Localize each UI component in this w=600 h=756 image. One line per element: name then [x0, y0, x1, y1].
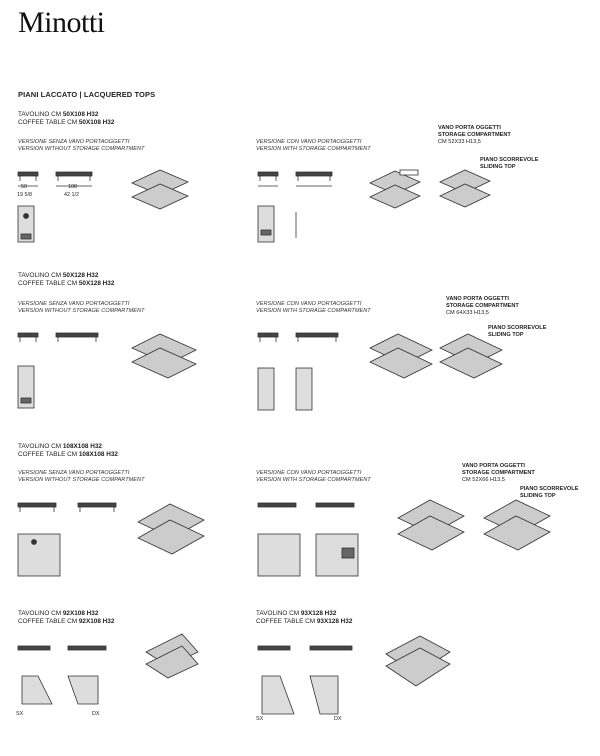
iso-table-7 — [145, 633, 199, 679]
dim-l-in: 42 1/2 — [64, 192, 79, 198]
elevation-front-3 — [17, 332, 99, 342]
iso-table — [131, 169, 189, 210]
elevation-front-4 — [257, 332, 339, 342]
table-4-title: TAVOLINO CM 92X108 H32 COFFEE TABLE CM 9… — [18, 610, 115, 625]
dim-l: 108 — [68, 184, 77, 190]
elevation-front-6 — [257, 502, 355, 508]
elevation-front — [17, 171, 93, 187]
plan-view-6 — [257, 533, 359, 577]
plan-view-2 — [257, 205, 297, 243]
iso-table-4 — [369, 333, 503, 379]
iso-table-3 — [131, 333, 197, 379]
iso-table-6 — [397, 499, 551, 551]
dim-w: 50 — [21, 184, 27, 190]
plan-view-8 — [261, 675, 339, 715]
elevation-front-7 — [17, 645, 107, 651]
plan-view-4 — [257, 367, 313, 411]
plan-view-5 — [17, 533, 61, 577]
table-5-title: TAVOLINO CM 93X128 H32 COFFEE TABLE CM 9… — [256, 610, 353, 625]
elevation-front-2 — [257, 171, 333, 187]
dx-label-1: DX — [92, 711, 100, 717]
plan-view-3 — [17, 365, 35, 409]
plan-view-7 — [21, 675, 99, 705]
table-2-title: TAVOLINO CM 50X128 H32 COFFEE TABLE CM 5… — [18, 272, 115, 287]
iso-table-5 — [137, 503, 205, 555]
iso-table-2 — [369, 169, 491, 209]
sx-label-1: SX — [16, 711, 24, 717]
elevation-front-8 — [257, 645, 353, 651]
brand-logo: Minotti — [18, 6, 105, 39]
plan-view — [17, 205, 35, 243]
section-title: PIANI LACCATO | LACQUERED TOPS — [18, 90, 156, 99]
table-3-title: TAVOLINO CM 108X108 H32 COFFEE TABLE CM … — [18, 443, 118, 458]
sx-label-2: SX — [256, 716, 264, 722]
dim-w-in: 19 5/8 — [17, 192, 32, 198]
table-1-title: TAVOLINO CM 50X108 H32 COFFEE TABLE CM 5… — [18, 111, 115, 126]
iso-table-8 — [385, 635, 451, 687]
elevation-front-5 — [17, 502, 117, 512]
dx-label-2: DX — [334, 716, 342, 722]
